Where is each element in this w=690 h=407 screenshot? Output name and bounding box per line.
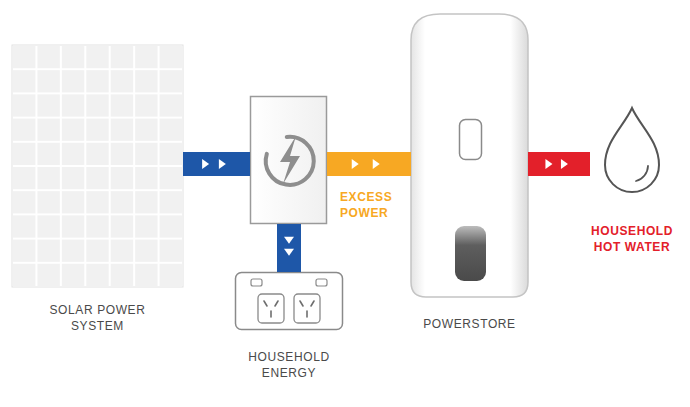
- outlet-pins: [264, 301, 314, 317]
- flow-band: [183, 152, 250, 176]
- flow-chevron: [561, 159, 568, 169]
- flow-chevron: [284, 249, 294, 256]
- solar-panel: [12, 45, 183, 287]
- flow-chevron: [545, 159, 552, 169]
- lightning-bolt: [280, 136, 300, 184]
- power-outlet: [236, 273, 343, 330]
- tank-control-panel: [455, 226, 486, 281]
- inverter-box: [251, 97, 327, 224]
- node-label: HOUSEHOLD ENERGY: [241, 350, 337, 381]
- node-label: HOUSEHOLD HOT WATER: [590, 224, 674, 255]
- inverter-node: [250, 96, 327, 224]
- flow-band-group: [183, 159, 250, 169]
- flow-chevron: [284, 237, 294, 244]
- outlet-face: [294, 294, 320, 323]
- outlet-node: HOUSEHOLD ENERGY: [235, 272, 343, 385]
- water-heater-tank: [411, 14, 528, 297]
- drop-highlight: [636, 166, 648, 181]
- flow-band-group: [327, 159, 411, 169]
- flow-band: [528, 152, 590, 176]
- outlet-face: [258, 294, 284, 323]
- flow-label: EXCESS POWER: [340, 190, 402, 221]
- flow-band-group: [284, 224, 294, 272]
- solar-panel-node: SOLAR POWER SYSTEM: [12, 45, 183, 338]
- flow-chevron: [219, 159, 226, 169]
- flow-band: [277, 224, 301, 272]
- outlet-switch: [251, 279, 262, 286]
- flow-band: [327, 152, 411, 176]
- water-drop: [605, 108, 659, 192]
- hot-water-node: HOUSEHOLD HOT WATER: [590, 105, 674, 259]
- tank-display: [460, 120, 482, 160]
- flow-chevron: [202, 159, 209, 169]
- node-label: POWERSTORE: [411, 317, 528, 333]
- inverter-ring: [258, 130, 323, 195]
- outlet-switch: [316, 279, 327, 286]
- flow-chevron: [373, 159, 380, 169]
- node-label: SOLAR POWER SYSTEM: [43, 303, 153, 334]
- flow-chevron: [352, 159, 359, 169]
- flow-band-group: [528, 159, 590, 169]
- powerstore-node: POWERSTORE: [411, 14, 528, 339]
- solar-cell-grid: [12, 45, 183, 287]
